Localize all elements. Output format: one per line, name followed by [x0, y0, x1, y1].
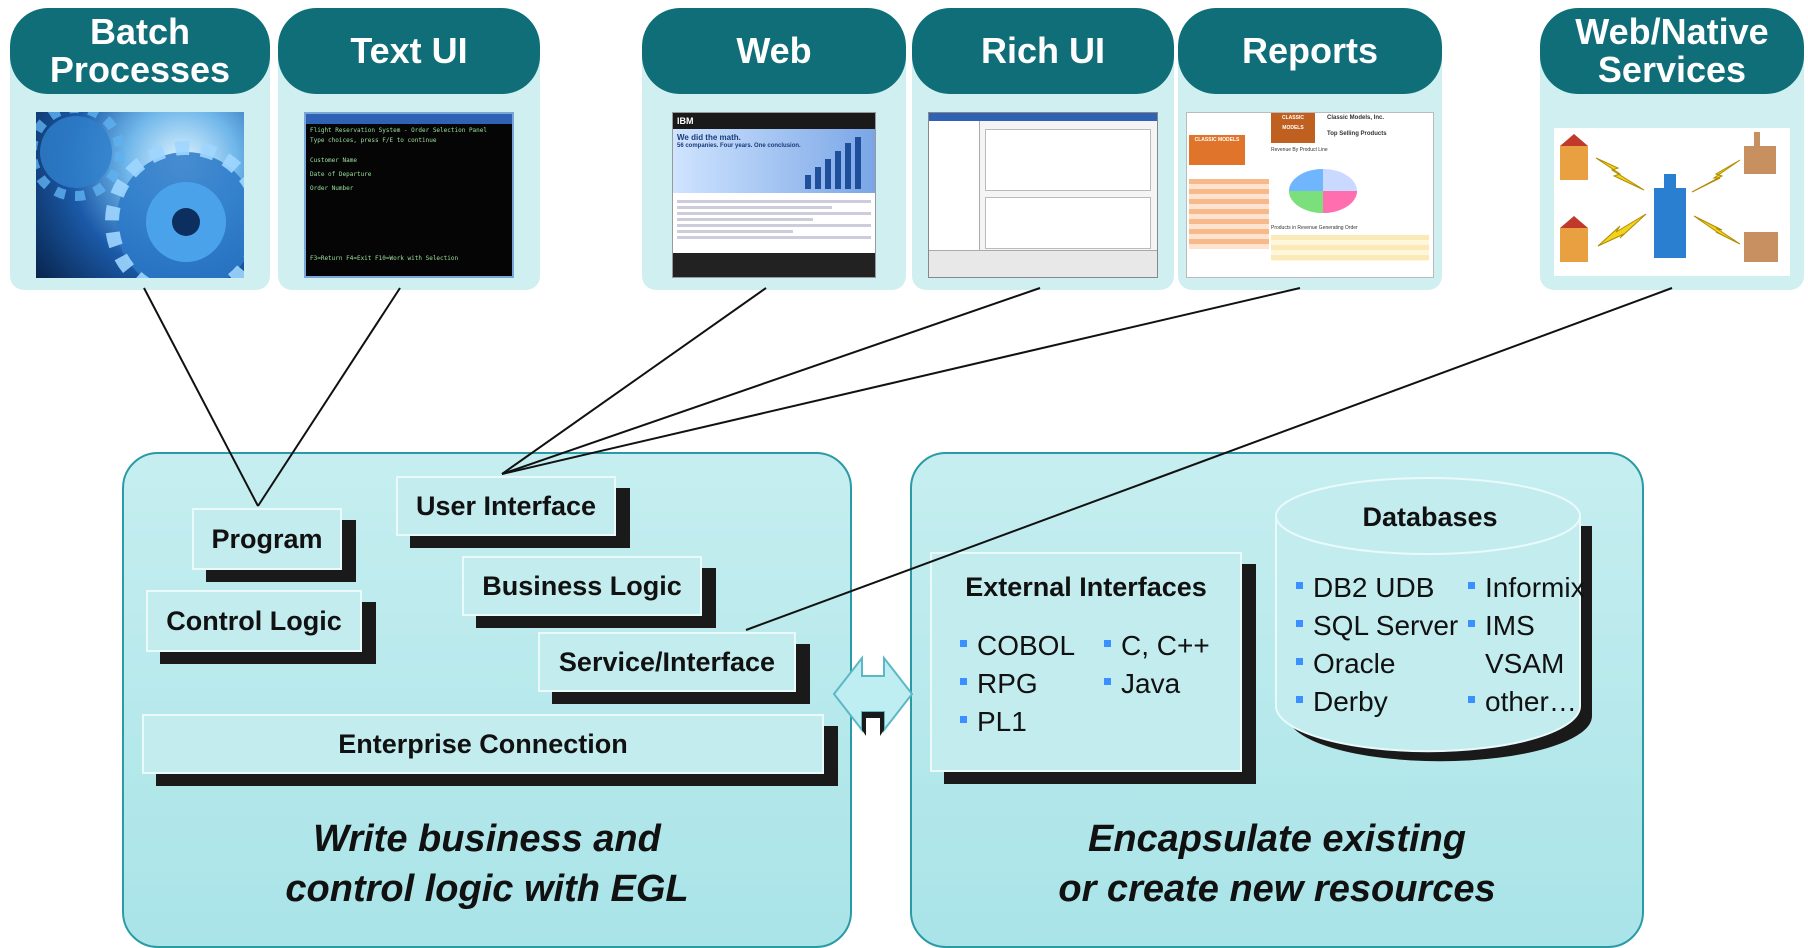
report-section: Revenue By Product Line — [1271, 147, 1328, 153]
gear-icon — [36, 112, 244, 278]
list-item: VSAM — [1485, 648, 1565, 679]
program-label: Program — [192, 508, 342, 570]
list-item: C, C++ — [1104, 630, 1210, 662]
tile-label: Text UI — [278, 8, 540, 94]
web-page-screenshot: IBM We did the math. 56 companies. Four … — [672, 112, 876, 278]
connector-line — [501, 287, 767, 475]
tile-label: Reports — [1178, 8, 1442, 94]
caption-line: Write business and — [313, 818, 661, 860]
building-network-icon — [1560, 132, 1778, 262]
terminal-field: Customer Name — [310, 157, 357, 164]
report-logo: CLASSIC MODELS — [1189, 135, 1245, 165]
caption-right: Encapsulate existing or create new resou… — [912, 814, 1642, 914]
tile-label: Web/Native Services — [1540, 8, 1804, 94]
list-item: DB2 UDB — [1296, 572, 1434, 604]
report-section: Products in Revenue Generating Order — [1271, 225, 1358, 231]
tile-label: Rich UI — [912, 8, 1174, 94]
report-company: Classic Models, Inc. — [1327, 115, 1385, 121]
tile-batch-processes: Batch Processes — [10, 8, 270, 290]
list-item: Java — [1104, 668, 1180, 700]
tile-text-ui: Text UI Flight Reservation System - Orde… — [278, 8, 540, 290]
bar-graphic — [805, 137, 861, 189]
web-headline: We did the math. — [677, 133, 741, 142]
terminal-screen: Flight Reservation System - Order Select… — [304, 112, 514, 278]
report-title: Top Selling Products — [1327, 131, 1387, 137]
tile-reports: Reports CLASSIC MODELS CLASSIC MODELS Cl… — [1178, 8, 1442, 290]
tile-rich-ui: Rich UI — [912, 8, 1174, 290]
list-item: IMS — [1468, 610, 1535, 642]
caption-left: Write business and control logic with EG… — [124, 814, 850, 914]
terminal-title: Flight Reservation System - Order Select… — [310, 127, 488, 134]
services-image — [1554, 128, 1790, 276]
enterprise-connection-label: Enterprise Connection — [142, 714, 824, 774]
double-arrow-icon — [832, 655, 914, 736]
external-interfaces-title: External Interfaces — [965, 572, 1207, 602]
report-screenshot: CLASSIC MODELS CLASSIC MODELS Classic Mo… — [1186, 112, 1434, 278]
list-item: Informix — [1468, 572, 1585, 604]
caption-line: control logic with EGL — [285, 868, 689, 910]
web-logo: IBM — [673, 113, 875, 129]
rich-ui-screenshot — [928, 112, 1158, 278]
tile-label: Web — [642, 8, 906, 94]
list-item: PL1 — [960, 706, 1027, 738]
list-item: SQL Server — [1296, 610, 1458, 642]
terminal-field: Date of Departure — [310, 171, 372, 178]
terminal-field: Order Number — [310, 185, 354, 192]
service-interface-label: Service/Interface — [538, 632, 796, 692]
tile-label: Batch Processes — [10, 8, 270, 94]
tile-web-native-services: Web/Native Services — [1540, 8, 1804, 290]
databases-title: Databases — [1362, 502, 1498, 532]
tile-web: Web IBM We did the math. 56 companies. F… — [642, 8, 906, 290]
terminal-line: Type choices, press F/E to continue — [310, 137, 437, 144]
terminal-footer: F3=Return F4=Exit F10=Work with Selectio… — [310, 255, 459, 262]
report-logo: CLASSIC MODELS — [1271, 113, 1315, 143]
connector-line — [501, 287, 1301, 475]
list-item: COBOL — [960, 630, 1075, 662]
list-item: Derby — [1296, 686, 1388, 718]
list-item: Oracle — [1296, 648, 1395, 680]
caption-line: Encapsulate existing — [1087, 818, 1466, 860]
list-item: RPG — [960, 668, 1038, 700]
user-interface-label: User Interface — [396, 476, 616, 536]
web-headline: 56 companies. Four years. One conclusion… — [677, 143, 801, 149]
list-item: other… — [1468, 686, 1577, 718]
external-interfaces-box: External Interfaces COBOL RPG PL1 C, C++… — [930, 552, 1242, 772]
control-logic-label: Control Logic — [146, 590, 362, 652]
caption-line: or create new resources — [1058, 868, 1496, 910]
connector-line — [501, 287, 1041, 475]
business-logic-label: Business Logic — [462, 556, 702, 616]
pie-chart-graphic — [1289, 169, 1357, 213]
gears-image — [36, 112, 244, 278]
